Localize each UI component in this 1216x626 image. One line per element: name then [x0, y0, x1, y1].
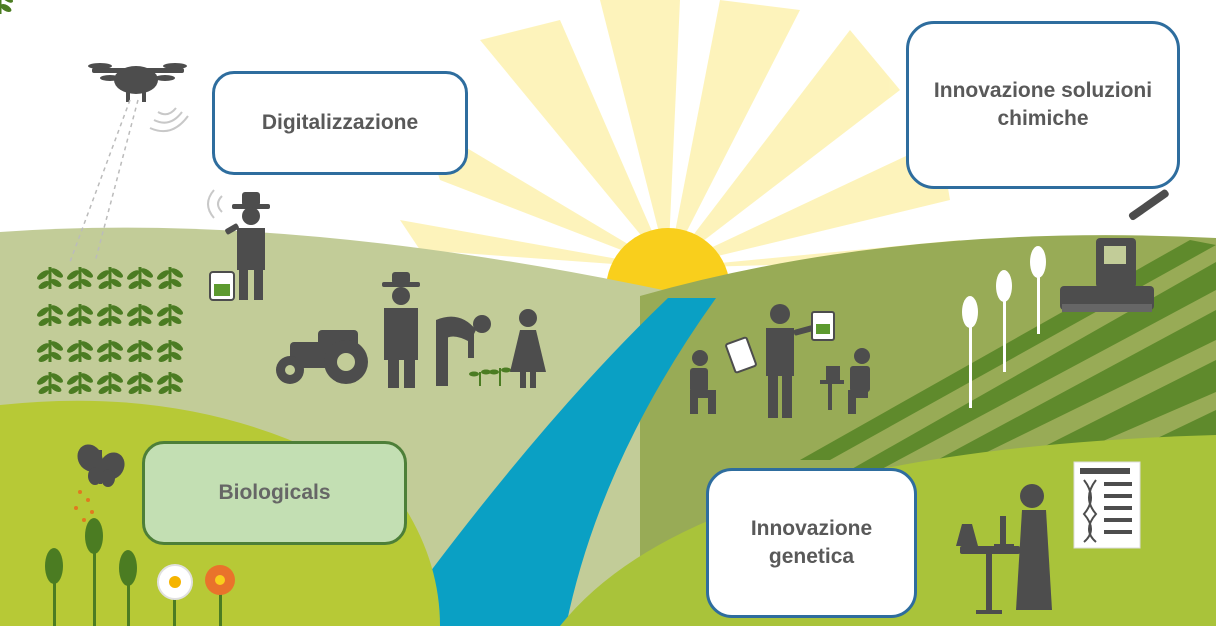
orange-flower-icon: [205, 565, 235, 626]
sun-rays: [400, 0, 960, 268]
seedlings-icon: [469, 367, 511, 386]
fertilizer-can-icon: [209, 271, 235, 301]
scientist-microscope-icon: [956, 484, 1052, 614]
drone-icon: [88, 63, 187, 102]
label-innovazione-soluzioni-chimiche: Innovazione soluzioni chimiche: [906, 21, 1180, 189]
wheat-bottom-icon: [45, 518, 137, 626]
tractor-icon: [276, 330, 368, 384]
dna-document-icon: [1073, 461, 1141, 549]
harvester-icon: [1060, 189, 1169, 312]
butterfly-icon: [77, 444, 125, 487]
drone-beam: [69, 99, 139, 263]
clipboard-icon: [725, 311, 835, 374]
signal-waves-icon: [207, 189, 223, 219]
river: [390, 298, 716, 626]
farmer-icon: [382, 272, 420, 388]
woman-icon: [510, 309, 546, 388]
researchers-icon: [690, 304, 870, 418]
label-biologicals: Biologicals: [142, 441, 407, 545]
signal-waves-icon: [149, 107, 189, 132]
wheat-icon: [962, 246, 1046, 408]
person-inspecting-plants-icon: [436, 315, 491, 386]
crop-plants: [0, 0, 185, 396]
white-flower-icon: [157, 564, 193, 626]
label-innovazione-genetica: Innovazione genetica: [706, 468, 917, 618]
farmer-with-tablet-icon: [225, 192, 270, 300]
label-digitalizzazione: Digitalizzazione: [212, 71, 468, 175]
